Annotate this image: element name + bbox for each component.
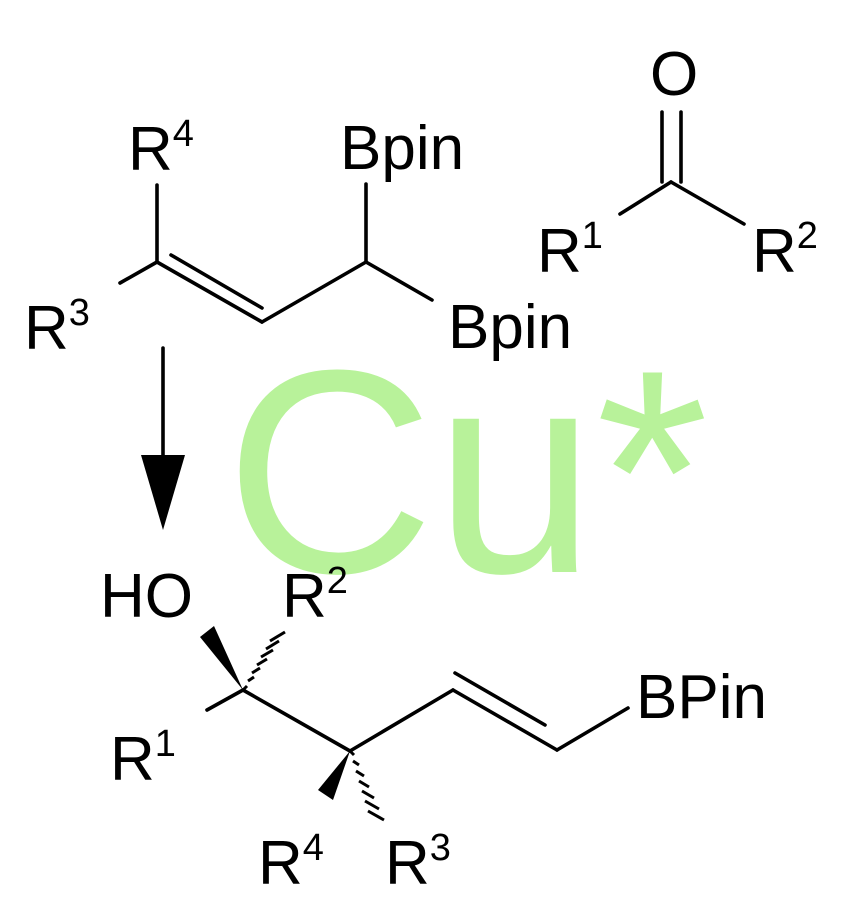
catalyst-label: Cu* (225, 310, 709, 634)
bond-c2-c1 (260, 260, 368, 324)
reactant-ketone: O R1 R2 (537, 40, 818, 286)
reactant-diene: R4 R3 Bpin Bpin (24, 113, 572, 363)
bond-hash-r2 (241, 630, 286, 692)
bond-c3-r3 (118, 260, 159, 285)
diene-r4-label: R4 (128, 113, 194, 184)
ketone-r1-label: R1 (537, 215, 603, 286)
diene-bpin-right-label: Bpin (448, 293, 572, 362)
down-arrow-icon (141, 346, 185, 530)
bond-vinyl-boron (555, 706, 630, 752)
product-bpin-label: BPin (636, 663, 767, 732)
product-r4-label: R4 (258, 827, 324, 898)
product-r2-label: R2 (282, 560, 348, 631)
bond-carbonyl-r2 (669, 180, 746, 226)
bond-hash-r3 (348, 749, 385, 822)
bond-wedge-ho (200, 626, 243, 690)
arrow-head (141, 455, 185, 530)
bond-carbonyl-r1 (618, 180, 673, 216)
bond-c-vinyl (348, 688, 455, 753)
bond-c1-bpin-right (364, 260, 434, 302)
bond-c-r1 (205, 688, 245, 712)
bond-vinyl-double (451, 688, 559, 752)
product-r3-label: R3 (385, 827, 451, 898)
bond-c-c (241, 688, 352, 753)
ketone-oxygen-label: O (650, 40, 698, 109)
ketone-r2-label: R2 (752, 215, 818, 286)
bond-c3-c2-double-inner (169, 253, 264, 310)
product: HO R2 R1 R4 R3 BPin (100, 560, 767, 898)
product-r1-label: R1 (110, 723, 176, 794)
bond-vinyl-double-inner (453, 671, 547, 727)
bond-wedge-r4 (318, 751, 350, 800)
diene-bpin-top-label: Bpin (340, 114, 464, 183)
product-ho-label: HO (100, 562, 193, 631)
bond-c3-c2-double (155, 260, 264, 324)
diene-r3-label: R3 (24, 292, 90, 363)
